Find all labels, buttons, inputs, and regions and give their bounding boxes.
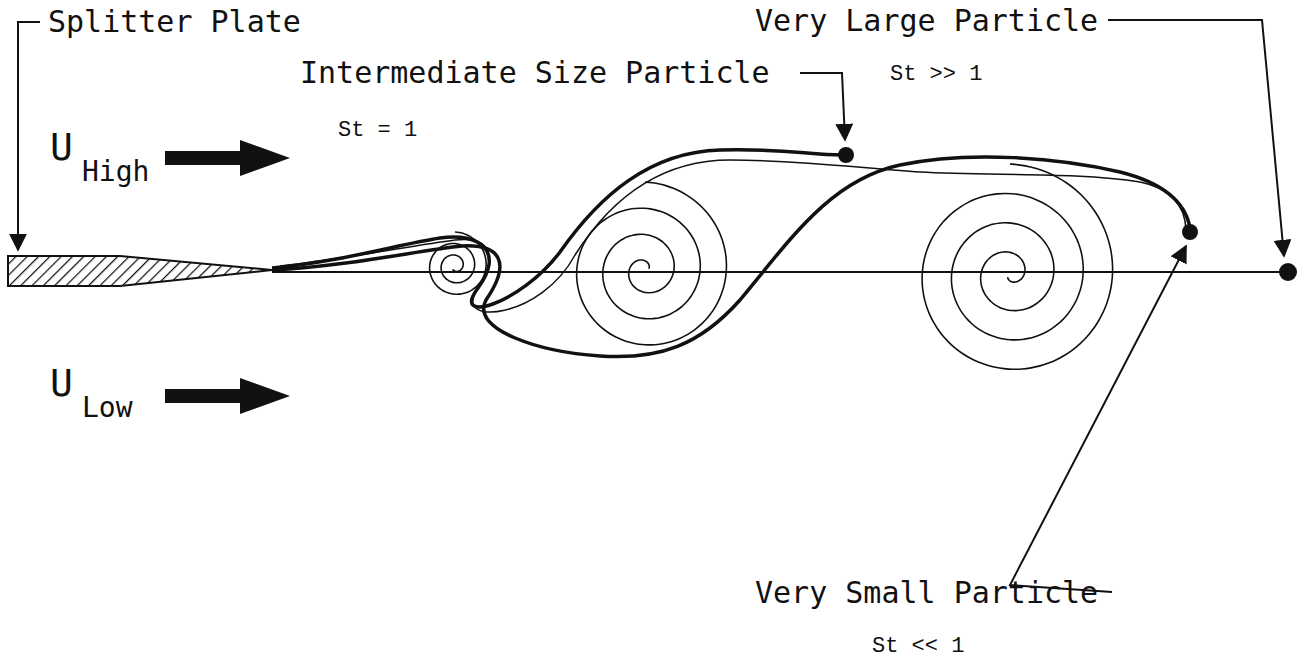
stokes-number: St << 1 xyxy=(872,636,964,658)
velocity-symbol: U xyxy=(50,128,73,166)
velocity-symbol: U xyxy=(50,364,73,402)
flow-arrow xyxy=(165,378,290,414)
leader-line xyxy=(1108,20,1284,256)
vortex-spirals xyxy=(430,164,1113,369)
plate-label: Splitter Plate xyxy=(48,7,301,37)
stokes-number: St = 1 xyxy=(338,120,417,142)
flow-arrow xyxy=(165,140,290,176)
velocity-subscript: High xyxy=(82,158,149,186)
streak-line xyxy=(280,160,1186,312)
particle-label: Intermediate Size Particle xyxy=(300,58,770,88)
leader-line xyxy=(18,22,40,250)
small-particle-path xyxy=(272,157,1190,357)
leader-line xyxy=(1010,246,1186,592)
splitter-plate xyxy=(8,256,272,286)
small-particle xyxy=(1182,224,1198,240)
particle-label: Very Small Particle xyxy=(755,578,1098,608)
leader-line xyxy=(800,73,845,140)
vortex-spiral xyxy=(922,164,1113,369)
large-particle xyxy=(1279,263,1297,281)
centre-line xyxy=(272,271,1288,273)
intermediate-particle xyxy=(838,147,854,163)
stokes-number: St >> 1 xyxy=(890,64,982,86)
particle-label: Very Large Particle xyxy=(755,6,1098,36)
intermediate-particle-path xyxy=(272,150,842,307)
velocity-subscript: Low xyxy=(82,394,133,422)
